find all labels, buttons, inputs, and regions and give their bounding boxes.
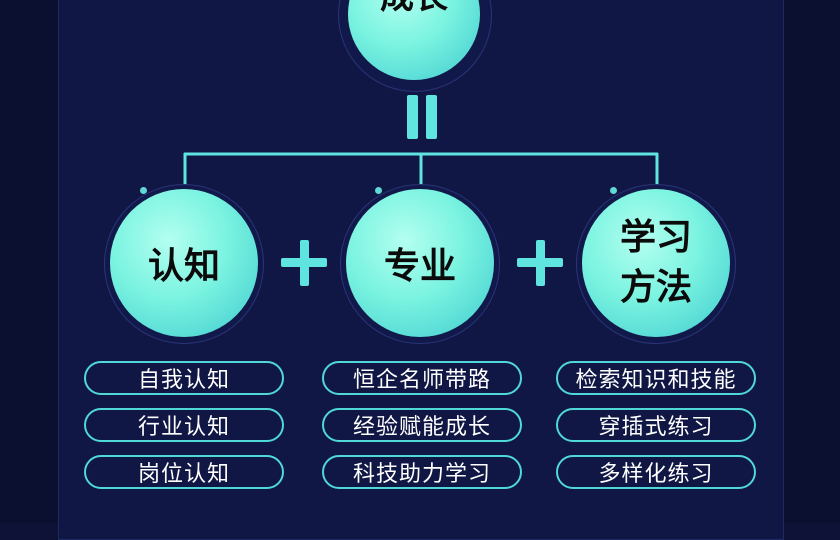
left-margin [0, 0, 58, 523]
pill-col1-item2: 行业认知 [84, 408, 284, 442]
pill-col3-item3: 多样化练习 [556, 455, 756, 489]
node-learning-method: 学习方法 [582, 189, 730, 337]
pill-col3-item2: 穿插式练习 [556, 408, 756, 442]
pill-label: 穿插式练习 [598, 415, 714, 440]
equals-bar-left [407, 95, 418, 139]
node-label-3: 学习方法 [619, 217, 692, 308]
pill-col2-item1: 恒企名师带路 [322, 361, 522, 395]
connector-lines [183, 152, 659, 187]
pill-label: 多样化练习 [598, 462, 714, 487]
pill-col2-item3: 科技助力学习 [322, 455, 522, 489]
pill-col1-item1: 自我认知 [84, 361, 284, 395]
node-dot-2 [375, 187, 382, 194]
node-cognition: 认知 [110, 189, 258, 337]
pill-label: 经验赋能成长 [352, 415, 491, 440]
node-specialty: 专业 [346, 189, 494, 337]
equals-bar-right [426, 95, 437, 139]
top-node-label: 成长 [380, 0, 448, 18]
node-label-1: 认知 [147, 246, 220, 287]
pill-label: 岗位认知 [137, 462, 230, 487]
node-label-2: 专业 [383, 246, 456, 287]
node-dot-1 [140, 187, 147, 194]
node-dot-3 [610, 187, 617, 194]
pill-label: 自我认知 [137, 368, 230, 393]
pill-label: 科技助力学习 [352, 462, 491, 487]
pill-col2-item2: 经验赋能成长 [322, 408, 522, 442]
pill-label: 行业认知 [137, 415, 230, 440]
pill-col3-item1: 检索知识和技能 [556, 361, 756, 395]
pill-label: 恒企名师带路 [352, 368, 491, 393]
pill-label: 检索知识和技能 [575, 368, 737, 393]
right-margin [782, 0, 840, 523]
pill-col1-item3: 岗位认知 [84, 455, 284, 489]
